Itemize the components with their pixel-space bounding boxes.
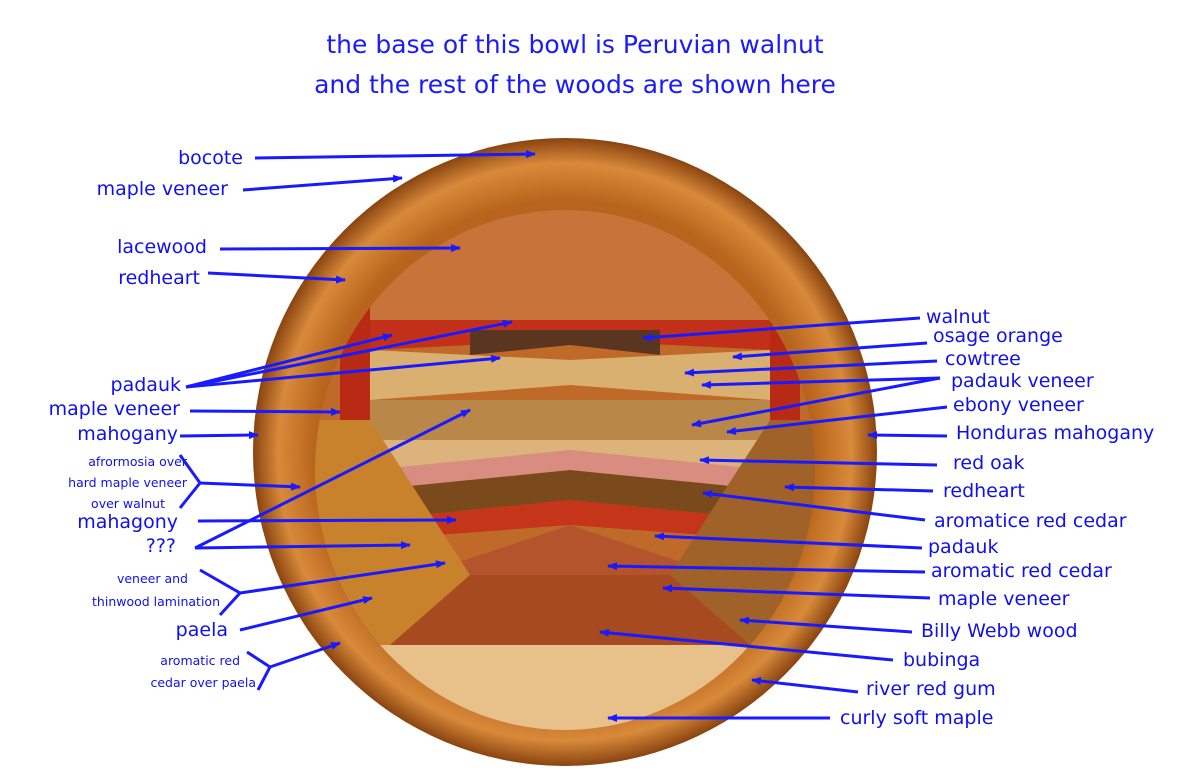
arrow-red-oak — [699, 456, 938, 467]
arrow-maple-veneer-left — [189, 407, 341, 416]
arrow-aromatic-red-cedar — [607, 562, 926, 574]
arrow-mahogany — [179, 431, 259, 440]
arrow-bubinga — [599, 628, 894, 662]
arrow-osage-orange — [732, 341, 928, 361]
arrow-maple-veneer-right — [662, 584, 931, 600]
label-osage-orange: osage orange — [933, 325, 1063, 347]
arrow-aromatice-red-cedar — [702, 490, 926, 522]
label-bocote: bocote — [178, 147, 243, 169]
label-mahogany: mahogany — [77, 423, 178, 445]
arrow-honduras-mahogany — [867, 431, 948, 440]
arrow-walnut — [642, 316, 921, 342]
arrow-cowtree — [684, 359, 938, 377]
arrow-veneer-lamination — [239, 560, 446, 595]
label-lacewood: lacewood — [117, 236, 207, 258]
label-walnut: walnut — [926, 306, 990, 328]
title-line-1: the base of this bowl is Peruvian walnut — [326, 30, 824, 59]
arrow-unknown-2 — [194, 408, 471, 550]
label-cedar-over-paela: cedar over paela — [150, 675, 256, 690]
arrow-padauk-right — [654, 532, 923, 550]
label-redheart-right: redheart — [943, 480, 1025, 502]
arrow-bocote — [254, 150, 536, 160]
label-red-oak: red oak — [953, 452, 1025, 474]
arrow-mahagony — [197, 516, 457, 525]
arrow-padauk-2 — [185, 319, 513, 389]
arrow-maple-veneer-top — [242, 174, 403, 192]
label-maple-veneer-right: maple veneer — [938, 588, 1070, 610]
arrow-river-red-gum — [751, 677, 859, 694]
label-billy-webb-wood: Billy Webb wood — [921, 620, 1078, 642]
label-mahagony: mahagony — [77, 511, 178, 533]
arrow-padauk-3 — [185, 354, 501, 389]
arrow-redheart-right — [784, 483, 934, 493]
label-river-red-gum: river red gum — [866, 678, 996, 700]
label-veneer-and: veneer and — [116, 571, 188, 586]
arrow-billy-webb — [739, 616, 913, 634]
arrow-padauk-veneer-2 — [691, 376, 941, 428]
label-unknown: ??? — [145, 535, 176, 557]
label-aromatic-red-cedar: aromatic red cedar — [931, 560, 1112, 582]
label-aromatice-red-cedar: aromatice red cedar — [934, 510, 1127, 532]
label-padauk-left: padauk — [110, 374, 181, 396]
arrow-paela — [239, 596, 373, 632]
label-honduras-mahogany: Honduras mahogany — [956, 422, 1155, 444]
arrow-ebony-veneer — [726, 405, 948, 435]
label-afrormosia-3: over walnut — [91, 496, 165, 511]
arrows — [178, 150, 948, 722]
label-redheart-left: redheart — [118, 267, 200, 289]
title-line-2: and the rest of the woods are shown here — [314, 70, 836, 99]
label-padauk-veneer: padauk veneer — [951, 370, 1094, 392]
arrow-redheart-left — [207, 271, 346, 284]
label-padauk-right: padauk — [928, 536, 999, 558]
label-thinwood-lamination: thinwood lamination — [92, 594, 220, 609]
label-curly-soft-maple: curly soft maple — [840, 707, 994, 729]
label-paela: paela — [175, 619, 228, 641]
arrow-padauk-1 — [185, 333, 393, 389]
arrow-lacewood — [219, 244, 461, 253]
label-aromatic-red: aromatic red — [160, 653, 240, 668]
label-maple-veneer-top: maple veneer — [96, 178, 228, 200]
arrow-padauk-veneer-1 — [701, 376, 941, 389]
label-afrormosia-2: hard maple veneer — [68, 475, 187, 490]
arrow-afrormosia — [199, 481, 301, 491]
label-afrormosia-1: afrormosia over — [88, 454, 187, 469]
label-ebony-veneer: ebony veneer — [953, 394, 1084, 416]
label-bubinga: bubinga — [903, 649, 981, 671]
arrow-aromatic-over-paela — [269, 641, 341, 669]
label-maple-veneer-left: maple veneer — [48, 398, 180, 420]
label-cowtree: cowtree — [945, 348, 1021, 370]
arrow-unknown-1 — [194, 541, 411, 550]
